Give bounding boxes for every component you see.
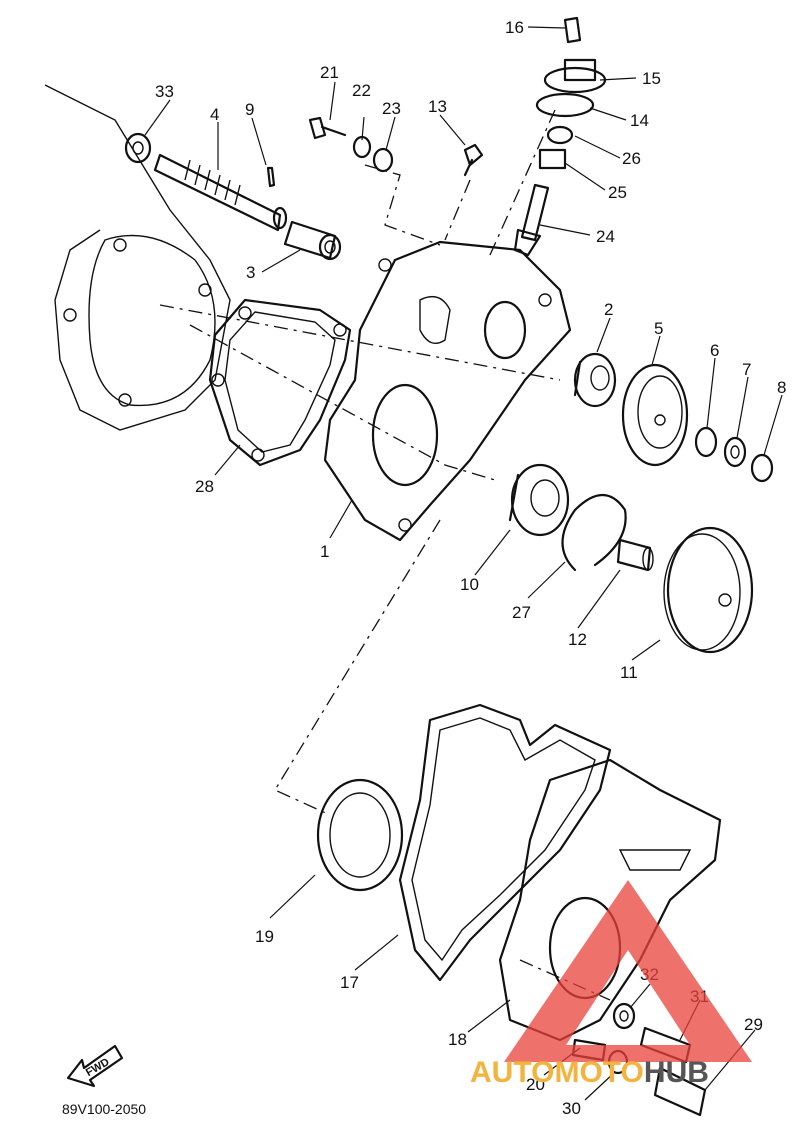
gasket-part-17 bbox=[398, 703, 612, 982]
callout-30: 30 bbox=[562, 1099, 581, 1118]
callout-19: 19 bbox=[255, 927, 274, 946]
callout-2: 2 bbox=[604, 300, 613, 319]
collar-part-3 bbox=[283, 220, 342, 261]
engine-case-outline bbox=[44, 84, 231, 431]
callout-20: 20 bbox=[526, 1075, 545, 1094]
watermark-text: AUTOMOTOHUB bbox=[470, 1056, 709, 1089]
seal-part-26 bbox=[546, 125, 574, 145]
oil-seal-part-19 bbox=[316, 778, 404, 892]
callout-17: 17 bbox=[340, 973, 359, 992]
callout-10: 10 bbox=[460, 575, 479, 594]
washer-part-23 bbox=[372, 147, 394, 173]
callout-8: 8 bbox=[777, 378, 786, 397]
callout-23: 23 bbox=[382, 99, 401, 118]
watermark-text-automoto: AUTOMOTO bbox=[470, 1056, 644, 1089]
flange-part-15 bbox=[543, 58, 607, 94]
callout-5: 5 bbox=[654, 319, 663, 338]
callout-labels: 1 2 3 4 5 6 7 8 9 10 11 12 13 14 15 16 1… bbox=[155, 18, 786, 1118]
circlip-part-27 bbox=[561, 494, 627, 572]
diagram-code: 89V100-2050 bbox=[62, 1101, 146, 1117]
bearing-part-2 bbox=[573, 352, 617, 408]
washer-part-32 bbox=[612, 1002, 636, 1030]
watermark-triangle-icon bbox=[504, 880, 752, 1062]
automotohub-watermark: AUTOMOTOHUB bbox=[470, 880, 752, 1089]
cover-part-1 bbox=[323, 240, 572, 542]
watermark-text-hub: HUB bbox=[644, 1056, 709, 1089]
pin-part-9 bbox=[266, 166, 276, 188]
washer-part-7 bbox=[723, 436, 747, 468]
callout-13: 13 bbox=[428, 97, 447, 116]
callout-11: 11 bbox=[620, 663, 638, 682]
washer-part-33 bbox=[124, 132, 152, 164]
pin-part-12 bbox=[616, 538, 654, 572]
leader-lines bbox=[144, 26, 783, 1101]
bushing-part-25 bbox=[538, 148, 567, 170]
gear-shaft-part-24 bbox=[513, 183, 550, 257]
screw-part-16 bbox=[563, 16, 582, 44]
callout-21: 21 bbox=[320, 63, 339, 82]
circlip-part-8 bbox=[750, 453, 774, 483]
gear-part-11 bbox=[663, 526, 754, 654]
callout-9: 9 bbox=[245, 100, 254, 119]
callout-26: 26 bbox=[622, 149, 641, 168]
callout-22: 22 bbox=[352, 81, 371, 100]
callout-24: 24 bbox=[596, 227, 615, 246]
callout-15: 15 bbox=[642, 69, 661, 88]
callout-33: 33 bbox=[155, 82, 174, 101]
bolt-part-21 bbox=[308, 116, 347, 140]
gear-part-5 bbox=[621, 363, 689, 467]
clip-part-6 bbox=[694, 426, 718, 458]
callout-18: 18 bbox=[448, 1030, 467, 1049]
callout-7: 7 bbox=[742, 360, 751, 379]
callout-29: 29 bbox=[744, 1015, 763, 1034]
callout-6: 6 bbox=[710, 341, 719, 360]
bolt-part-13 bbox=[463, 143, 484, 177]
callout-3: 3 bbox=[246, 263, 255, 282]
gasket-part-28 bbox=[208, 298, 352, 467]
callout-27: 27 bbox=[512, 603, 531, 622]
callout-28: 28 bbox=[195, 477, 214, 496]
bearing-part-10 bbox=[508, 463, 570, 537]
callout-25: 25 bbox=[608, 183, 627, 202]
callout-14: 14 bbox=[630, 111, 649, 130]
forward-arrow-icon: FWD bbox=[66, 1044, 124, 1088]
callout-1: 1 bbox=[320, 542, 329, 561]
shaft-part-4 bbox=[153, 153, 288, 232]
callout-4: 4 bbox=[210, 105, 219, 124]
callout-16: 16 bbox=[505, 18, 524, 37]
callout-12: 12 bbox=[568, 630, 587, 649]
bolt-part-29 bbox=[653, 1066, 707, 1117]
gasket-part-14 bbox=[535, 92, 595, 118]
